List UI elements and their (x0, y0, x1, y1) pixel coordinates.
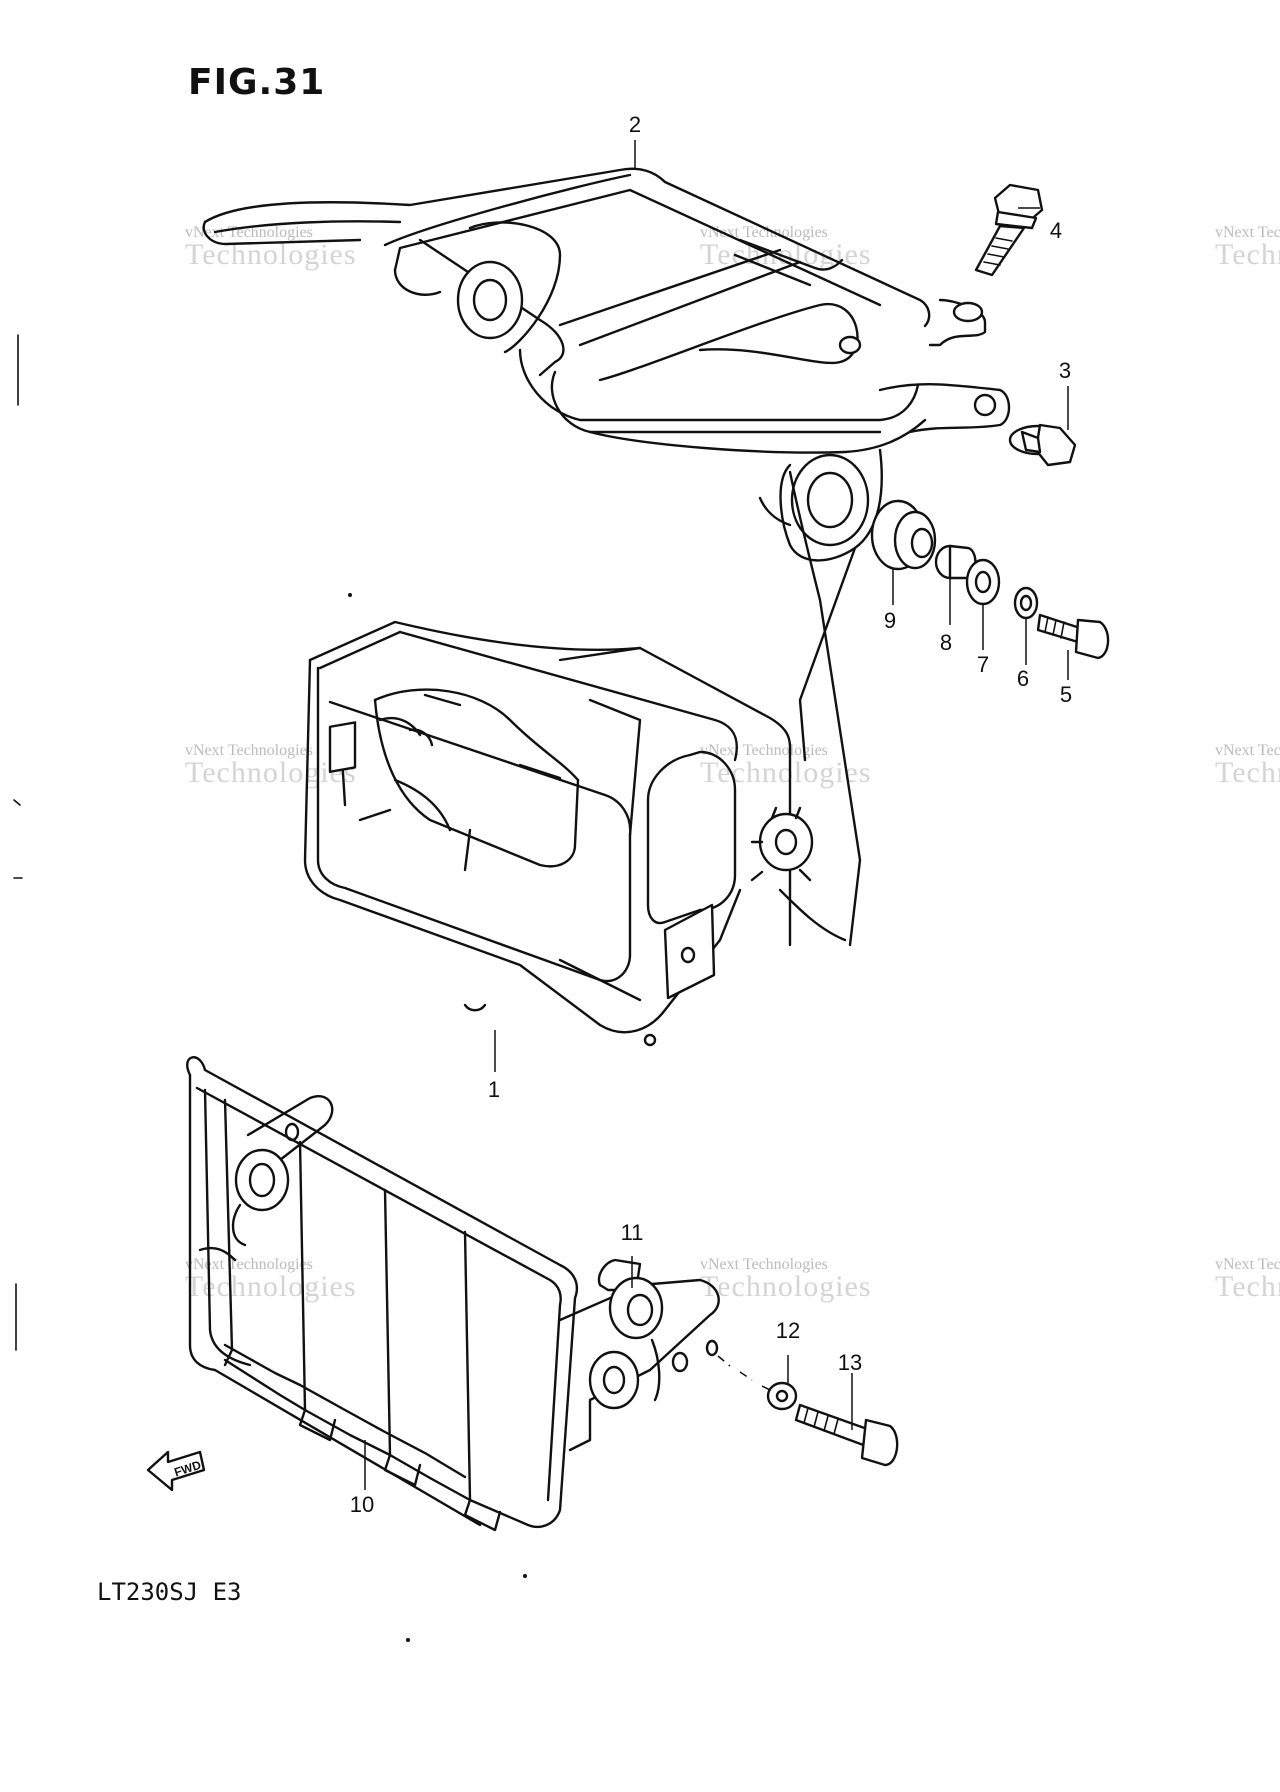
carrier-frame-part-2 (202, 167, 1011, 454)
lock-washer-part-6 (1013, 586, 1039, 620)
callout-11: 11 (620, 1220, 644, 1245)
callout-3: 3 (1058, 358, 1072, 383)
bolt-part-13 (794, 1403, 899, 1467)
callout-13: 13 (837, 1350, 863, 1375)
flange-bolt-part-3 (1008, 423, 1077, 467)
callout-4: 4 (1049, 218, 1063, 243)
callout-9: 9 (883, 608, 897, 633)
forward-direction-arrow: FWD (146, 1450, 206, 1492)
washer-part-12 (717, 1355, 798, 1411)
frame-bracket-plate (758, 448, 883, 947)
callout-leaders (364, 140, 1069, 1490)
callout-10: 10 (349, 1492, 375, 1517)
callout-5: 5 (1059, 682, 1073, 707)
callout-1: 1 (487, 1077, 501, 1102)
model-code: LT230SJ E3 (97, 1578, 242, 1606)
washer-part-7 (965, 558, 1001, 606)
callout-12: 12 (775, 1318, 801, 1343)
bolt-part-5 (1036, 613, 1110, 660)
headlight-housing-part-1 (303, 620, 814, 1047)
callout-6: 6 (1016, 666, 1030, 691)
callout-2: 2 (628, 112, 642, 137)
bolt-part-4 (974, 183, 1044, 277)
callout-7: 7 (976, 652, 990, 677)
figure-title: FIG.31 (188, 62, 326, 103)
grommet-part-11 (597, 1258, 664, 1340)
headlight-guard-part-10 (186, 1056, 720, 1532)
grommet-part-9 (870, 499, 937, 571)
callout-8: 8 (939, 630, 953, 655)
scan-marks (13, 334, 527, 1642)
